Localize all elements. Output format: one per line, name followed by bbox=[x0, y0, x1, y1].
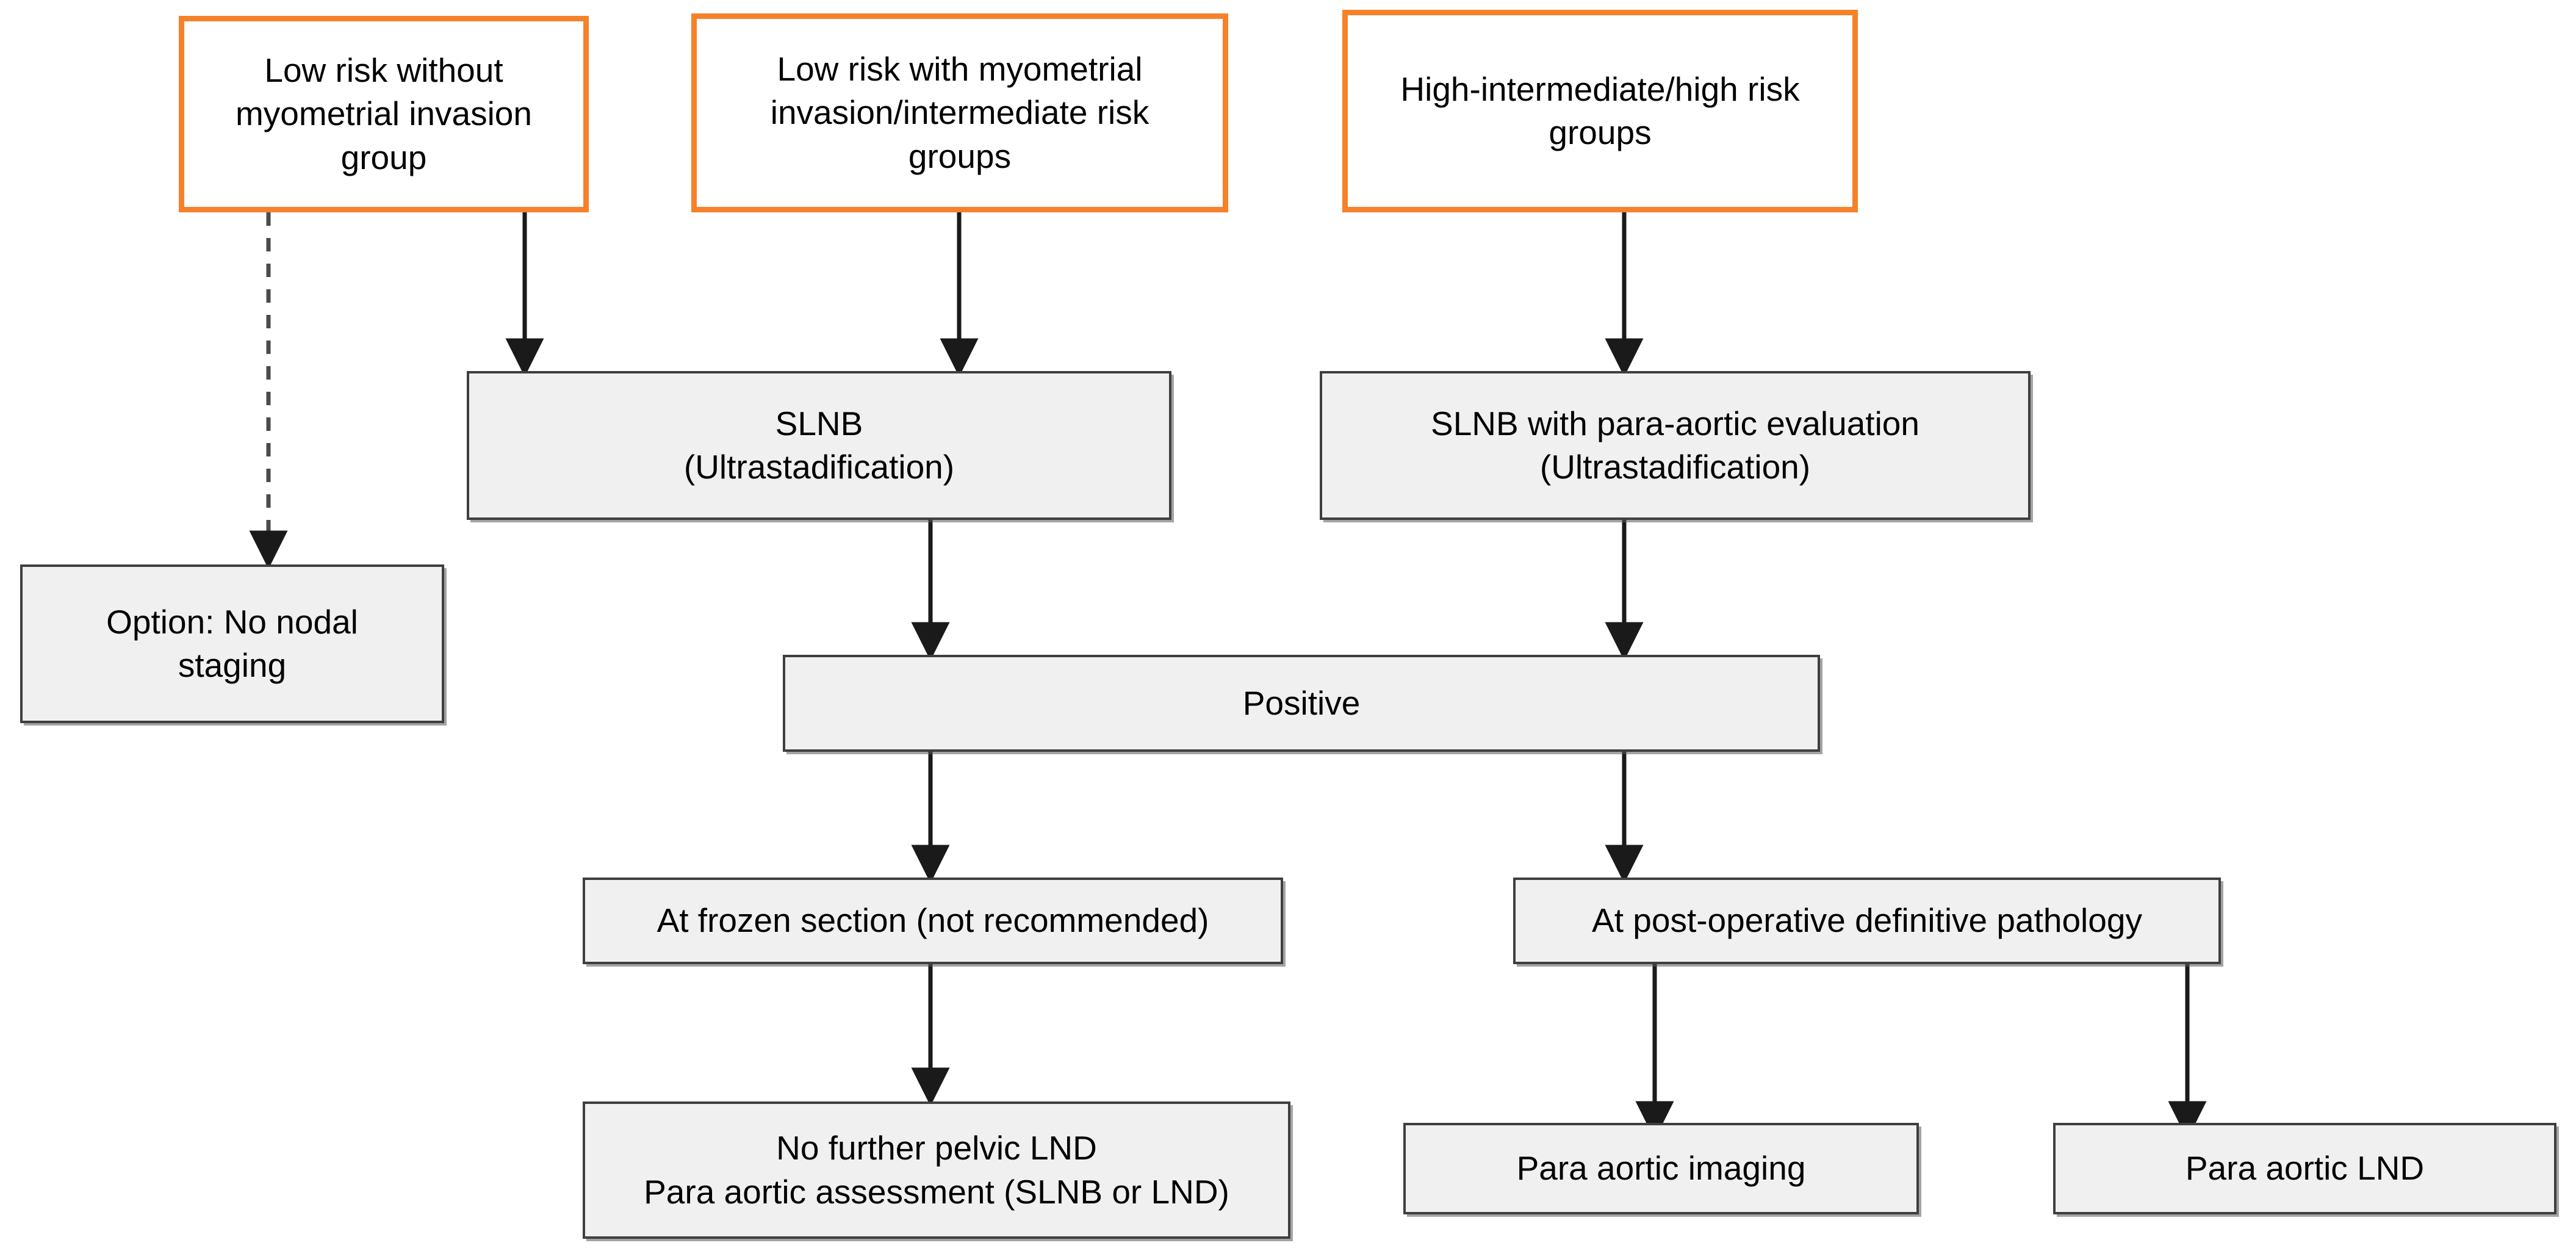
node-at-post-operative-definitive-pathology[interactable]: At post-operative definitive pathology bbox=[1513, 878, 2221, 964]
node-positive[interactable]: Positive bbox=[783, 655, 1820, 752]
node-low-risk-with-myometrial-invasion[interactable]: Low risk with myometrial invasion/interm… bbox=[691, 13, 1228, 212]
node-para-aortic-lnd[interactable]: Para aortic LND bbox=[2053, 1123, 2556, 1214]
node-slnb[interactable]: SLNB (Ultrastadification) bbox=[467, 371, 1171, 520]
node-high-intermediate-high-risk[interactable]: High-intermediate/high risk groups bbox=[1342, 10, 1858, 212]
node-slnb-with-para-aortic-evaluation[interactable]: SLNB with para-aortic evaluation (Ultras… bbox=[1320, 371, 2031, 520]
node-at-frozen-section[interactable]: At frozen section (not recommended) bbox=[583, 878, 1283, 964]
node-low-risk-without-myometrial-invasion[interactable]: Low risk without myometrial invasion gro… bbox=[179, 16, 589, 212]
node-no-further-pelvic-lnd[interactable]: No further pelvic LND Para aortic assess… bbox=[583, 1101, 1290, 1239]
node-option-no-nodal-staging[interactable]: Option: No nodal staging bbox=[20, 564, 444, 723]
node-para-aortic-imaging[interactable]: Para aortic imaging bbox=[1403, 1123, 1919, 1214]
